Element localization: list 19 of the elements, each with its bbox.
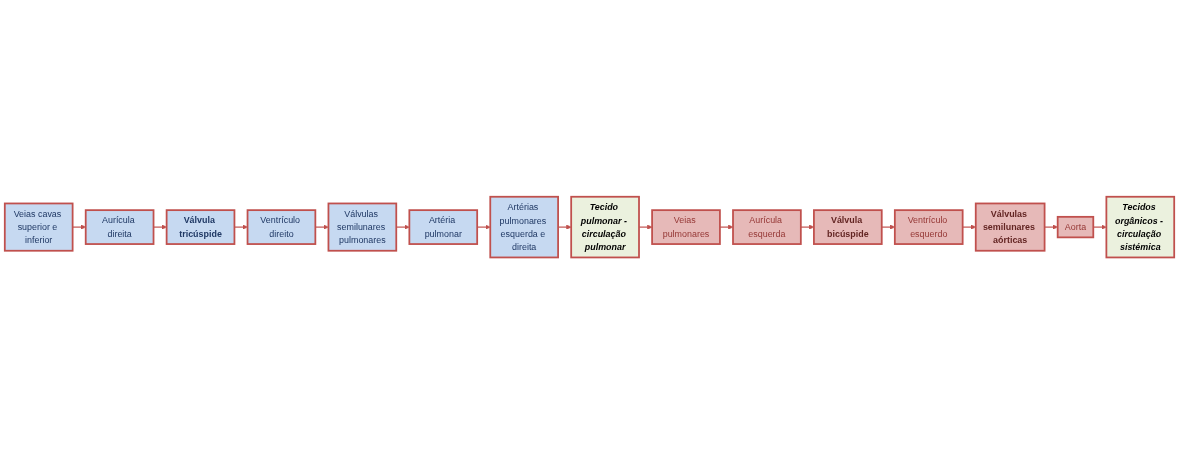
node-box: Aurícula esquerda <box>732 209 802 246</box>
arrow <box>1044 224 1058 231</box>
node-box: Artéria pulmonar <box>408 209 479 246</box>
arrow <box>719 224 734 231</box>
node-box: Tecidos orgânicos - circulação sistémica <box>1105 196 1176 259</box>
node-box: Aorta <box>1056 216 1095 239</box>
node-box: Tecido pulmonar - circulação pulmonar <box>570 196 640 259</box>
node-box: Ventrículo direito <box>246 209 317 246</box>
arrow <box>962 224 976 231</box>
node-box: Válvula bicúspide <box>813 209 883 246</box>
node-box: Veias cavas superior e inferior <box>3 202 74 253</box>
node-box: Veias pulmonares <box>651 209 721 246</box>
node-box: Ventrículo esquerdo <box>893 209 964 246</box>
node-box: Aurícula direita <box>84 209 155 246</box>
node-box: Válvulas semilunares pulmonares <box>327 202 398 253</box>
node-box: Artérias pulmonares esquerda e direita <box>489 196 559 259</box>
node-box: Válvula tricúspide <box>165 209 236 246</box>
arrow <box>72 224 86 231</box>
node-box: Válvulas semilunares aórticas <box>974 202 1046 253</box>
